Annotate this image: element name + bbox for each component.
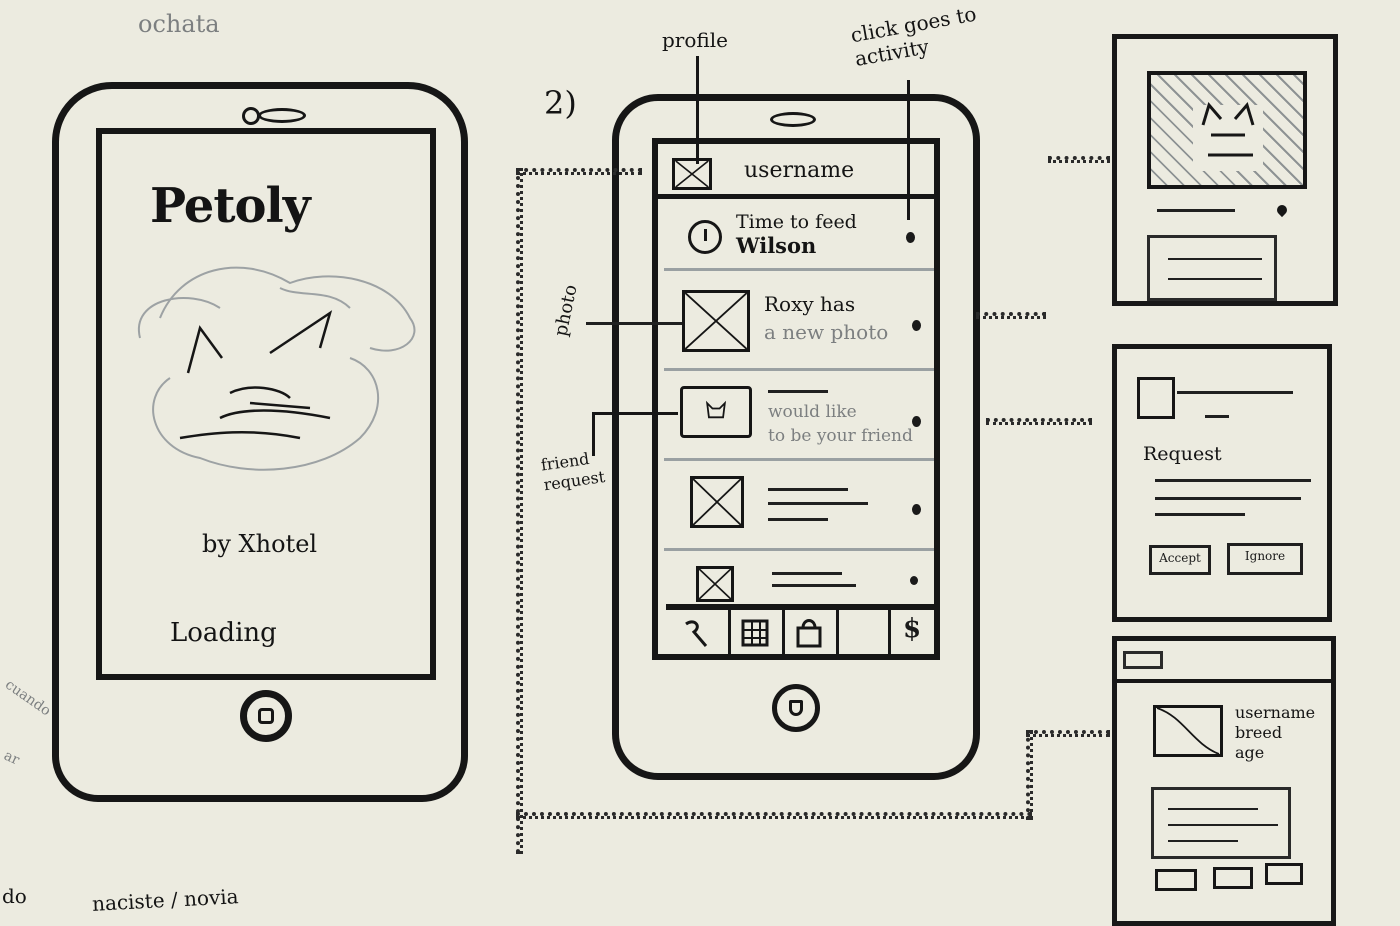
home-square-icon [258,708,274,724]
pet-photo [1153,705,1223,757]
accept-button[interactable]: Accept [1149,545,1211,575]
photo-cat-icon [1147,71,1307,189]
thumbnail-2[interactable] [1213,867,1253,889]
photo-thumbnail[interactable] [690,476,744,528]
speaker-icon [770,112,816,127]
caption-line [1157,209,1235,212]
feed-item-text: would like [768,400,913,424]
flow-connector [516,812,1032,819]
ignore-button[interactable]: Ignore [1227,543,1303,575]
row-divider [664,268,934,271]
flow-connector [1026,730,1033,820]
photo-thumbnail[interactable] [682,290,750,352]
feed-item-subtext: a new photo [764,318,888,346]
unread-dot [912,320,921,331]
header-divider [658,194,934,199]
thumbnail-1[interactable] [1155,869,1197,891]
text-line [1155,479,1311,482]
thumbnail-3[interactable] [1265,863,1303,885]
pet-profile-card: username breed age [1112,636,1336,926]
text-line [768,518,828,521]
unread-dot [912,416,921,427]
tab-shop[interactable] [784,610,839,654]
home-shield-icon [789,700,803,716]
margin-note: naciste / novia [91,884,239,916]
profile-avatar[interactable] [672,158,712,190]
description-box [1151,787,1291,859]
request-pointer [592,412,678,415]
row-divider [664,458,934,461]
text-line [1205,415,1229,418]
flow-connector [1026,730,1110,737]
name-line [1177,391,1293,394]
feed-item-text: Roxy has [764,290,888,318]
text-line [772,584,856,587]
requester-avatar [1137,377,1175,419]
shopping-bag-icon [794,616,824,648]
tab-pets[interactable] [666,610,731,654]
sketch-number: 2) [544,84,577,122]
flow-connector [516,168,642,175]
dollar-icon: $ [903,614,921,644]
home-button[interactable] [772,684,820,732]
photo-thumbnail[interactable] [696,566,734,602]
speaker-icon [258,108,306,123]
tab-money[interactable]: $ [888,610,939,654]
margin-note: do [2,884,27,908]
pet-icon [680,618,710,648]
top-note: ochata [138,10,220,38]
margin-note: ar [1,748,21,769]
photo-annotation: photo [550,283,581,338]
name-line [768,390,828,393]
text-line [772,572,842,575]
friend-avatar[interactable] [680,386,752,438]
clock-icon [688,220,722,254]
text-line [768,488,848,491]
pet-info: username breed age [1235,703,1315,763]
header-username[interactable]: username [744,158,854,183]
feed-item-text: Time to feed [736,210,857,234]
pet-age: age [1235,743,1315,763]
back-button[interactable] [1123,651,1163,669]
feed-item-3[interactable]: would like to be your friend [768,400,913,448]
byline: by Xhotel [202,530,317,558]
row-divider [664,368,934,371]
unread-dot [910,576,918,585]
app-title: Petoly [150,178,310,234]
flow-connector [976,312,1046,319]
tab-calendar[interactable] [730,610,785,654]
click-annotation: click goes to activity [849,1,985,71]
feed-item-2[interactable]: Roxy has a new photo [764,290,888,346]
profile-annotation: profile [662,28,728,52]
comment-box[interactable] [1147,235,1277,301]
unread-dot [906,232,915,243]
photo-detail-card [1112,34,1338,306]
flow-connector [516,168,523,854]
calendar-icon [740,618,770,648]
margin-note: cuando [2,677,53,720]
text-line [1155,513,1245,516]
pet-username: username [1235,703,1315,723]
tab-bar: $ [666,604,938,654]
request-title: Request [1143,443,1222,465]
flow-connector [986,418,1092,425]
request-pointer [592,412,595,456]
home-button[interactable] [240,690,292,742]
feed-item-subtext: Wilson [736,234,857,258]
heart-icon[interactable] [1275,203,1289,217]
text-line [1155,497,1301,500]
loading-text: Loading [170,618,277,648]
pet-breed: breed [1235,723,1315,743]
flow-connector [1048,156,1110,163]
unread-dot [912,504,921,515]
row-divider [664,548,934,551]
cat-sketch-icon [130,258,430,488]
photo-pointer [586,322,682,325]
text-line [768,502,868,505]
feed-item-subtext: to be your friend [768,424,913,448]
feed-item-1[interactable]: Time to feed Wilson [736,210,857,258]
friend-request-card: Request Accept Ignore [1112,344,1332,622]
header-divider [1117,679,1331,683]
